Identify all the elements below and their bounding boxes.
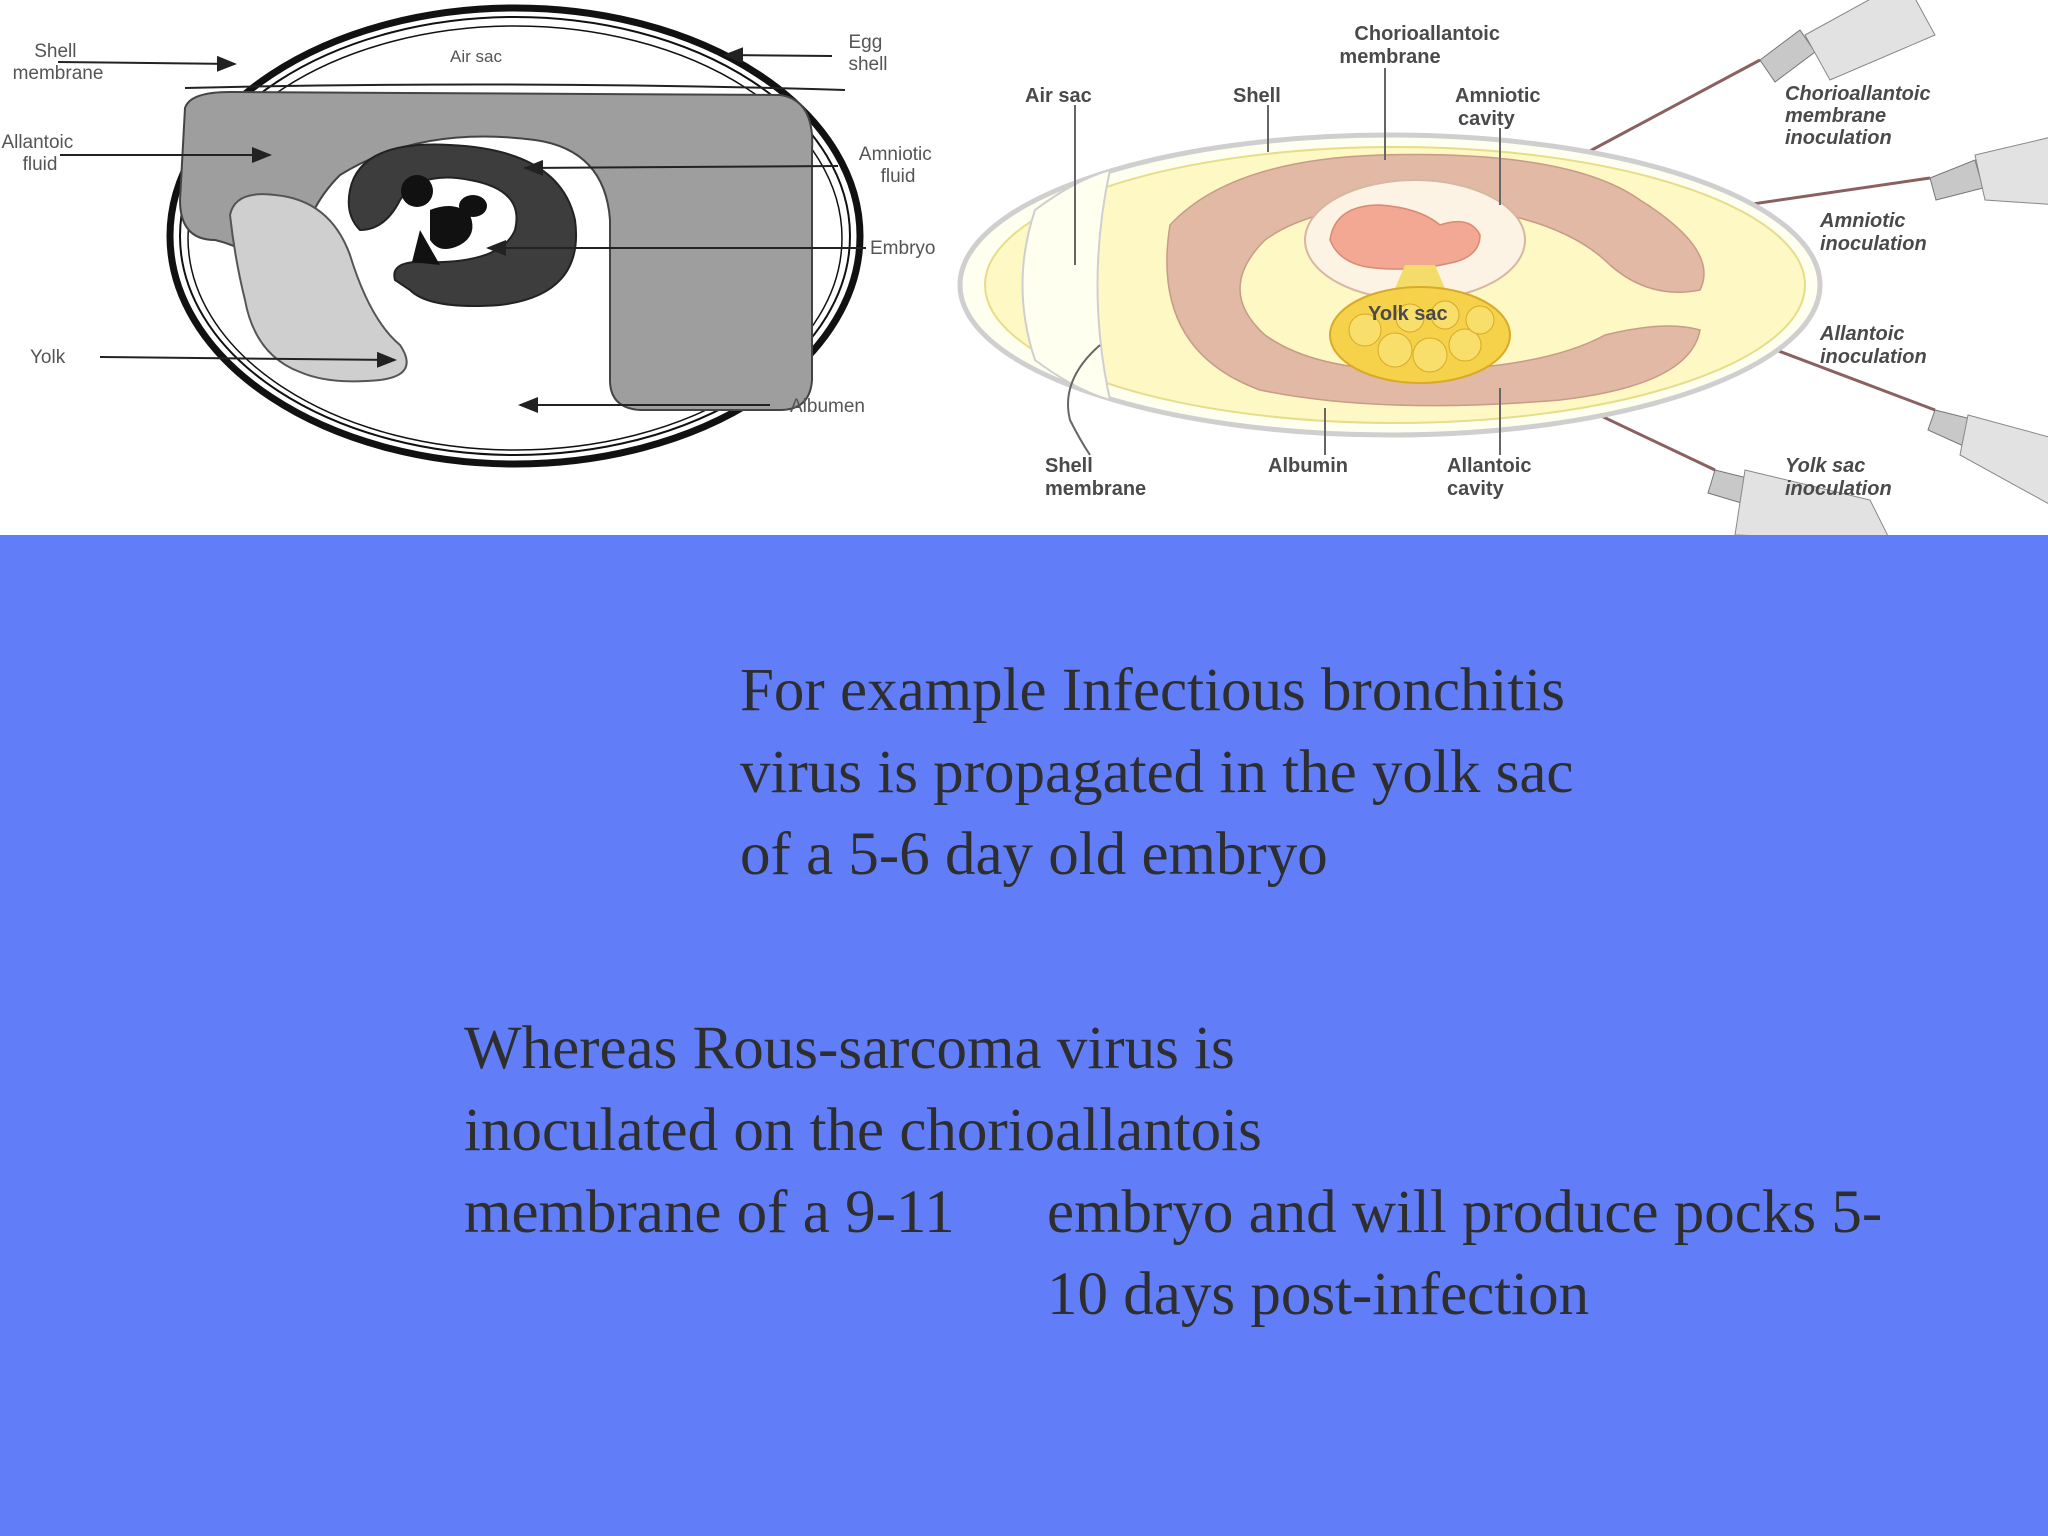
label-shell: Shell bbox=[1233, 85, 1281, 107]
label-yolk: Yolk bbox=[30, 347, 66, 368]
label-embryo: Embryo bbox=[870, 238, 935, 259]
syringe-chorioallantoic-icon bbox=[1544, 0, 1936, 177]
paragraph-line: 10 days post-infection bbox=[1047, 1261, 1590, 1328]
label-air-sac: Air sac bbox=[450, 47, 502, 66]
paragraph-line: For example Infectious bronchitis bbox=[740, 657, 1565, 724]
label-allantoic-inoculation: Allantoic inoculation bbox=[1819, 323, 1927, 368]
syringe-amniotic-icon bbox=[1519, 137, 2048, 240]
paragraph-line: inoculated on the chorioallantois bbox=[464, 1097, 1262, 1164]
label-shell-membrane: Shell membrane bbox=[13, 41, 104, 84]
paragraph-line: membrane of a 9-11 bbox=[464, 1179, 955, 1246]
paragraph-line: virus is propagated in the yolk sac bbox=[740, 739, 1574, 806]
egg-cross-section-diagram: Shell membrane Air sac Egg shell Allanto… bbox=[1, 4, 937, 468]
label-shell-membrane-right: Shell membrane bbox=[1045, 455, 1146, 500]
paragraph-infectious-bronchitis: For example Infectious bronchitis virus … bbox=[740, 650, 1573, 896]
paragraph-line: embryo and will produce pocks 5- bbox=[1047, 1179, 1883, 1246]
label-amniotic-fluid: Amniotic fluid bbox=[859, 144, 937, 187]
label-albumen: Albumen bbox=[790, 396, 865, 417]
label-amniotic-inoculation: Amniotic inoculation bbox=[1819, 210, 1927, 255]
label-albumin: Albumin bbox=[1268, 455, 1348, 477]
inoculation-routes-diagram: Chorioallantoic membrane Air sac Shell A… bbox=[957, 0, 2048, 535]
label-chorioallantoic-inoculation: Chorioallantoic membrane inoculation bbox=[1785, 83, 1936, 149]
label-air-sac-right: Air sac bbox=[1025, 85, 1092, 107]
label-yolk-sac: Yolk sac bbox=[1368, 303, 1448, 325]
figure-band: Shell membrane Air sac Egg shell Allanto… bbox=[0, 0, 2048, 535]
paragraph-rous-sarcoma: Whereas Rous-sarcoma virus is inoculated… bbox=[464, 1008, 1262, 1254]
label-egg-shell: Egg shell bbox=[848, 32, 887, 75]
syringe-allantoic-icon bbox=[1669, 308, 2048, 504]
label-amniotic-cavity: Amniotic cavity bbox=[1455, 85, 1546, 130]
paragraph-line: of a 5-6 day old embryo bbox=[740, 821, 1328, 888]
label-allantoic-fluid: Allantoic fluid bbox=[1, 132, 78, 175]
paragraph-line: Whereas Rous-sarcoma virus is bbox=[464, 1015, 1235, 1082]
yolk-sac-shape bbox=[1329, 286, 1511, 384]
label-yolk-sac-inoculation: Yolk sac inoculation bbox=[1785, 455, 1892, 500]
label-allantoic-cavity: Allantoic cavity bbox=[1447, 455, 1537, 500]
label-chorioallantoic-membrane: Chorioallantoic membrane bbox=[1339, 23, 1505, 68]
paragraph-rous-sarcoma-continued: embryo and will produce pocks 5- 10 days… bbox=[1047, 1172, 1882, 1336]
